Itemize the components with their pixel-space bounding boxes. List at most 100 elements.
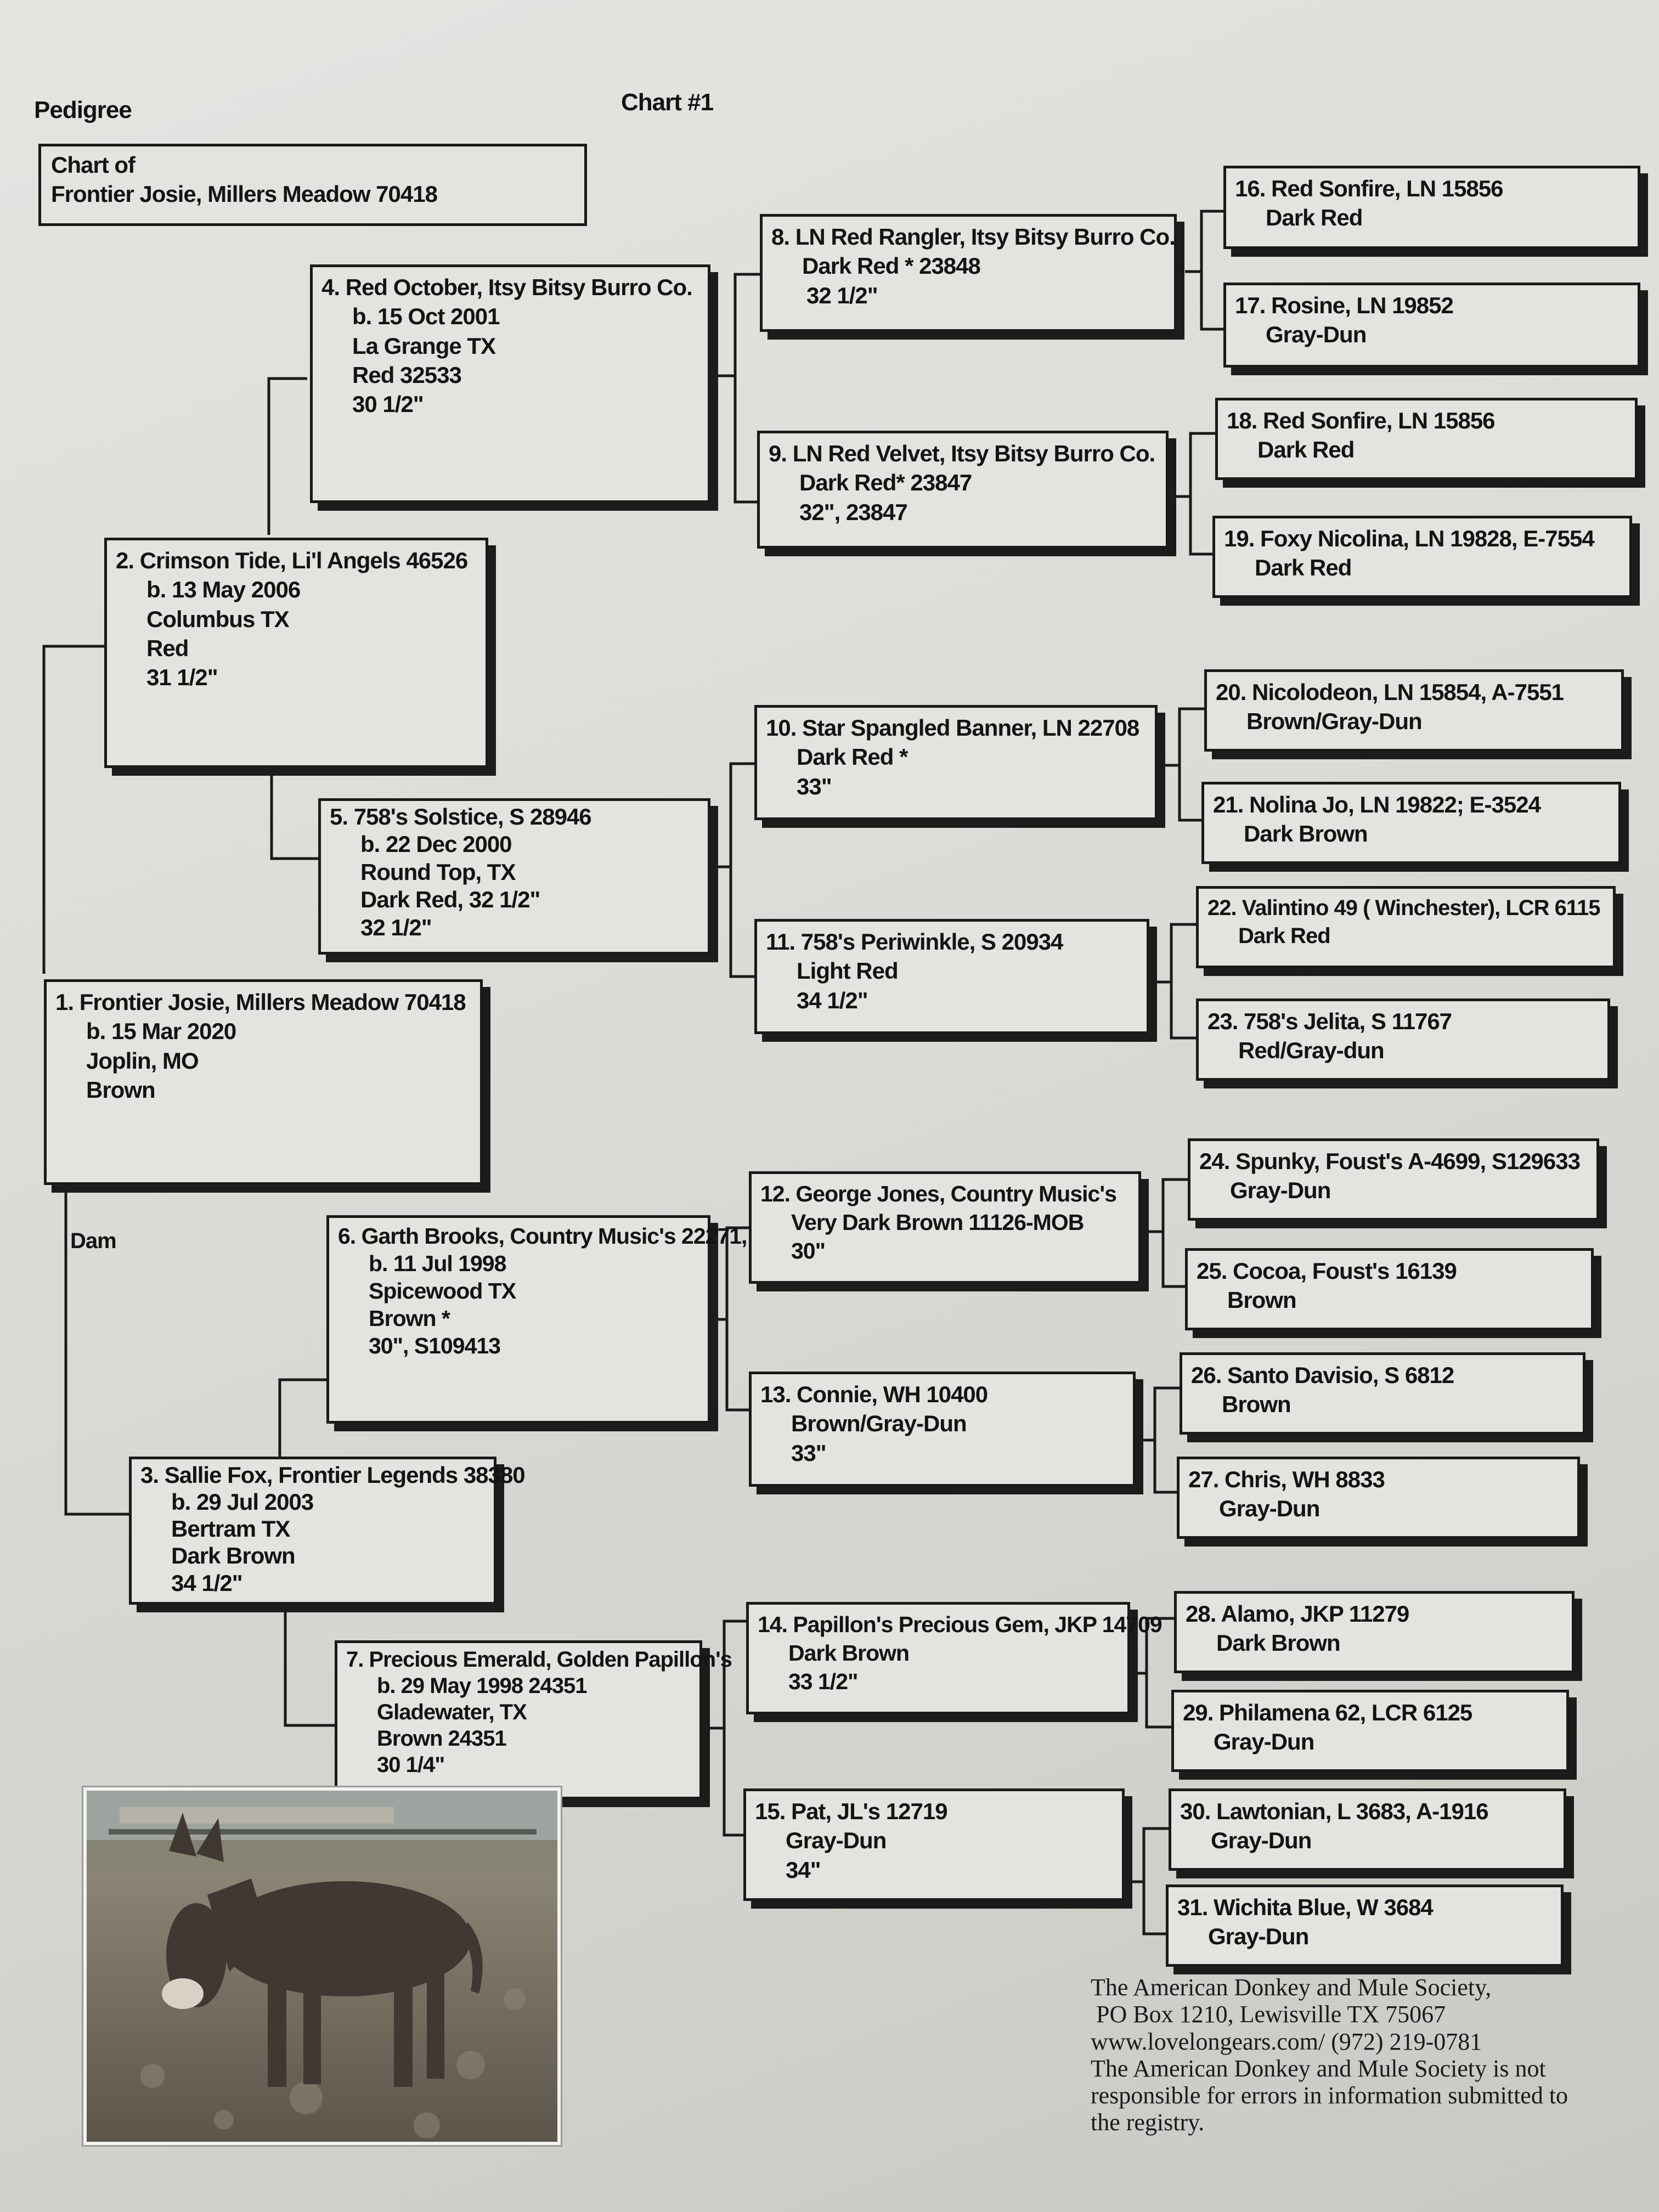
animal-name: 4. Red October, Itsy Bitsy Burro Co. xyxy=(321,274,693,300)
animal-name: 3. Sallie Fox, Frontier Legends 38380 xyxy=(140,1462,526,1488)
animal-card-6: 6. Garth Brooks, Country Music's 22271, … xyxy=(326,1215,747,1424)
page-title: Pedigree xyxy=(34,97,132,123)
animal-color: Brown/Gray-Dun xyxy=(791,1410,967,1437)
animal-card-30: 30. Lawtonian, L 3683, A-1916 Gray-Dun xyxy=(1169,1788,1566,1871)
animal-color: Gray-Dun xyxy=(1219,1496,1320,1522)
animal-card-23: 23. 758's Jelita, S 11767 Red/Gray-dun xyxy=(1196,998,1610,1081)
animal-color: Very Dark Brown 11126-MOB xyxy=(791,1210,1084,1235)
animal-place: Round Top, TX xyxy=(360,859,516,885)
footer-line: PO Box 1210, Lewisville TX 75067 xyxy=(1096,2001,1446,2028)
animal-card-2: 2. Crimson Tide, Li'l Angels 46526 b. 13… xyxy=(104,538,488,768)
animal-name: 9. LN Red Velvet, Itsy Bitsy Burro Co. xyxy=(769,441,1155,466)
animal-card-13: 13. Connie, WH 10400 Brown/Gray-Dun 33" xyxy=(749,1372,1136,1487)
animal-color: Brown xyxy=(86,1076,156,1103)
chart-of-label: Chart of xyxy=(51,152,136,178)
animal-card-9: 9. LN Red Velvet, Itsy Bitsy Burro Co. D… xyxy=(757,431,1169,549)
animal-name: 31. Wichita Blue, W 3684 xyxy=(1177,1894,1434,1920)
animal-birth: b. 22 Dec 2000 xyxy=(360,831,512,857)
animal-birth: b. 15 Oct 2001 xyxy=(352,303,500,330)
animal-name: 16. Red Sonfire, LN 15856 xyxy=(1235,176,1504,201)
animal-birth: b. 15 Mar 2020 xyxy=(86,1018,236,1045)
animal-place: Bertram TX xyxy=(171,1516,290,1542)
animal-color: Brown xyxy=(1222,1391,1291,1418)
animal-color: Dark Red* 23847 xyxy=(799,470,972,496)
animal-color: Red/Gray-dun xyxy=(1238,1037,1385,1064)
animal-color: Dark Red xyxy=(1266,205,1363,231)
animal-color: Gray-Dun xyxy=(1230,1177,1331,1204)
animal-name: 28. Alamo, JKP 11279 xyxy=(1186,1601,1409,1627)
animal-name: 2. Crimson Tide, Li'l Angels 46526 xyxy=(116,548,468,573)
animal-place: Columbus TX xyxy=(146,606,290,632)
animal-name: 1. Frontier Josie, Millers Meadow 70418 xyxy=(55,989,466,1015)
animal-place: Joplin, MO xyxy=(86,1047,199,1074)
animal-color: Gray-Dun xyxy=(1214,1729,1314,1755)
animal-name: 24. Spunky, Foust's A-4699, S129633 xyxy=(1199,1148,1581,1174)
animal-name: 23. 758's Jelita, S 11767 xyxy=(1207,1008,1452,1034)
animal-card-7: 7. Precious Emerald, Golden Papillon's b… xyxy=(335,1640,732,1799)
footer-line: www.lovelongears.com/ (972) 219-0781 xyxy=(1091,2028,1482,2055)
animal-card-12: 12. George Jones, Country Music's Very D… xyxy=(749,1171,1141,1284)
animal-color: Gray-Dun xyxy=(786,1827,887,1854)
animal-name: 26. Santo Davisio, S 6812 xyxy=(1191,1362,1454,1388)
animal-card-28: 28. Alamo, JKP 11279 Dark Brown xyxy=(1174,1591,1575,1673)
animal-name: 27. Chris, WH 8833 xyxy=(1188,1466,1385,1492)
animal-color: Dark Red * 23848 xyxy=(802,253,981,279)
animal-color: Dark Red xyxy=(1255,555,1352,581)
animal-color: Gray-Dun xyxy=(1211,1827,1312,1854)
chart-of-box: Chart of Frontier Josie, Millers Meadow … xyxy=(38,144,587,226)
animal-name: 20. Nicolodeon, LN 15854, A-7551 xyxy=(1216,679,1564,705)
animal-card-3: 3. Sallie Fox, Frontier Legends 38380 b.… xyxy=(129,1457,526,1605)
animal-color: Dark Brown xyxy=(171,1543,296,1569)
animal-card-21: 21. Nolina Jo, LN 19822; E-3524 Dark Bro… xyxy=(1201,782,1621,864)
animal-name: 30. Lawtonian, L 3683, A-1916 xyxy=(1180,1798,1489,1824)
animal-card-16: 16. Red Sonfire, LN 15856 Dark Red xyxy=(1223,166,1640,249)
animal-color: Dark Red xyxy=(1257,437,1355,463)
animal-height: 30" xyxy=(791,1238,826,1264)
animal-height: 32 1/2" xyxy=(360,914,432,940)
animal-name: 18. Red Sonfire, LN 15856 xyxy=(1227,408,1496,433)
animal-name: 11. 758's Periwinkle, S 20934 xyxy=(766,929,1063,955)
animal-card-8: 8. LN Red Rangler, Itsy Bitsy Burro Co. … xyxy=(760,214,1177,332)
animal-place: Gladewater, TX xyxy=(377,1700,527,1724)
animal-card-31: 31. Wichita Blue, W 3684 Gray-Dun xyxy=(1166,1884,1564,1967)
animal-height: 34" xyxy=(786,1857,821,1883)
animal-card-26: 26. Santo Davisio, S 6812 Brown xyxy=(1180,1352,1585,1435)
animal-color: Red xyxy=(146,635,189,661)
chart-of-name: Frontier Josie, Millers Meadow 70418 xyxy=(51,180,438,207)
animal-name: 17. Rosine, LN 19852 xyxy=(1235,292,1454,318)
registry-footer: The American Donkey and Mule Society, PO… xyxy=(1091,1974,1634,2136)
animal-card-25: 25. Cocoa, Foust's 16139 Brown xyxy=(1185,1248,1594,1330)
animal-height: 34 1/2" xyxy=(797,987,868,1013)
animal-name: 15. Pat, JL's 12719 xyxy=(755,1798,948,1824)
animal-height: 33" xyxy=(791,1440,827,1466)
animal-name: 13. Connie, WH 10400 xyxy=(760,1381,988,1407)
animal-card-17: 17. Rosine, LN 19852 Gray-Dun xyxy=(1223,283,1640,368)
animal-color: Gray-Dun xyxy=(1266,321,1367,348)
animal-birth: b. 11 Jul 1998 xyxy=(369,1251,506,1277)
animal-height: 32", 23847 xyxy=(799,499,908,525)
animal-height: 30 1/4" xyxy=(377,1753,445,1777)
animal-height: 32 1/2" xyxy=(806,282,878,308)
animal-card-14: 14. Papillon's Precious Gem, JKP 14709 D… xyxy=(746,1602,1163,1714)
footer-line: responsible for errors in information su… xyxy=(1091,2082,1568,2109)
animal-color: Dark Brown xyxy=(1216,1630,1341,1656)
animal-name: 12. George Jones, Country Music's xyxy=(760,1181,1117,1206)
animal-name: 19. Foxy Nicolina, LN 19828, E-7554 xyxy=(1224,526,1595,551)
animal-card-19: 19. Foxy Nicolina, LN 19828, E-7554 Dark… xyxy=(1212,516,1632,598)
animal-place: La Grange TX xyxy=(352,332,496,359)
animal-color: Dark Red * xyxy=(797,744,908,770)
animal-card-4: 4. Red October, Itsy Bitsy Burro Co. b. … xyxy=(310,264,710,503)
animal-card-18: 18. Red Sonfire, LN 15856 Dark Red xyxy=(1215,398,1638,480)
animal-card-11: 11. 758's Periwinkle, S 20934 Light Red … xyxy=(754,919,1149,1034)
animal-height: 34 1/2" xyxy=(171,1570,243,1596)
animal-height: 30", S109413 xyxy=(369,1333,501,1359)
animal-color: Red 32533 xyxy=(352,362,462,388)
animal-color: Dark Brown xyxy=(788,1640,910,1666)
animal-birth: b. 29 May 1998 24351 xyxy=(377,1674,588,1698)
animal-height: 33" xyxy=(797,773,832,799)
animal-card-22: 22. Valintino 49 ( Winchester), LCR 6115… xyxy=(1196,886,1616,968)
donkey-photo xyxy=(83,1787,561,2145)
animal-height: 31 1/2" xyxy=(146,664,218,691)
dam-label: Dam xyxy=(70,1229,117,1253)
